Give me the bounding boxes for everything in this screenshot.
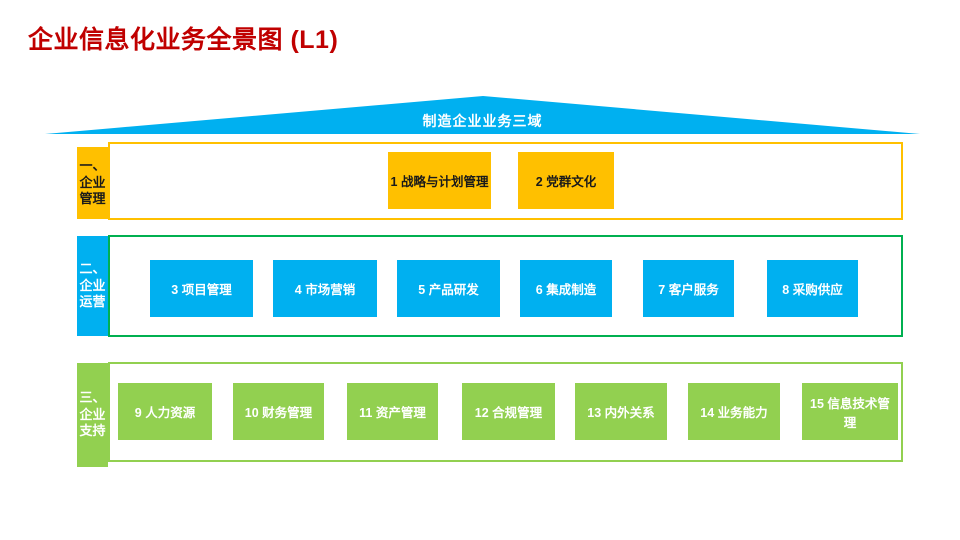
roof-triangle-shape bbox=[45, 96, 920, 134]
box-party-group-culture: 2 党群文化 bbox=[518, 152, 614, 209]
roof-banner: 制造企业业务三域 bbox=[45, 96, 920, 134]
box-human-resources: 9 人力资源 bbox=[118, 383, 212, 440]
box-business-capability: 14 业务能力 bbox=[688, 383, 780, 440]
band-enterprise-management bbox=[108, 142, 903, 220]
band-label-enterprise-support: 三、 企业 支持 bbox=[77, 363, 108, 467]
box-procurement-supply: 8 采购供应 bbox=[767, 260, 858, 317]
roof-label: 制造企业业务三域 bbox=[422, 113, 543, 129]
page-title: 企业信息化业务全景图 (L1) bbox=[28, 26, 339, 54]
box-asset-management: 11 资产管理 bbox=[347, 383, 438, 440]
box-marketing: 4 市场营销 bbox=[273, 260, 377, 317]
box-internal-external-relations: 13 内外关系 bbox=[575, 383, 667, 440]
band-label-enterprise-management: 一、 企业 管理 bbox=[77, 147, 108, 219]
box-financial-management: 10 财务管理 bbox=[233, 383, 324, 440]
box-integrated-manufacturing: 6 集成制造 bbox=[520, 260, 612, 317]
box-customer-service: 7 客户服务 bbox=[643, 260, 734, 317]
box-project-management: 3 项目管理 bbox=[150, 260, 253, 317]
box-product-rnd: 5 产品研发 bbox=[397, 260, 500, 317]
box-compliance-management: 12 合规管理 bbox=[462, 383, 555, 440]
box-it-management: 15 信息技术管理 bbox=[802, 383, 898, 440]
band-label-enterprise-operations: 二、 企业 运营 bbox=[77, 236, 108, 336]
box-strategy-planning-management: 1 战略与计划管理 bbox=[388, 152, 491, 209]
